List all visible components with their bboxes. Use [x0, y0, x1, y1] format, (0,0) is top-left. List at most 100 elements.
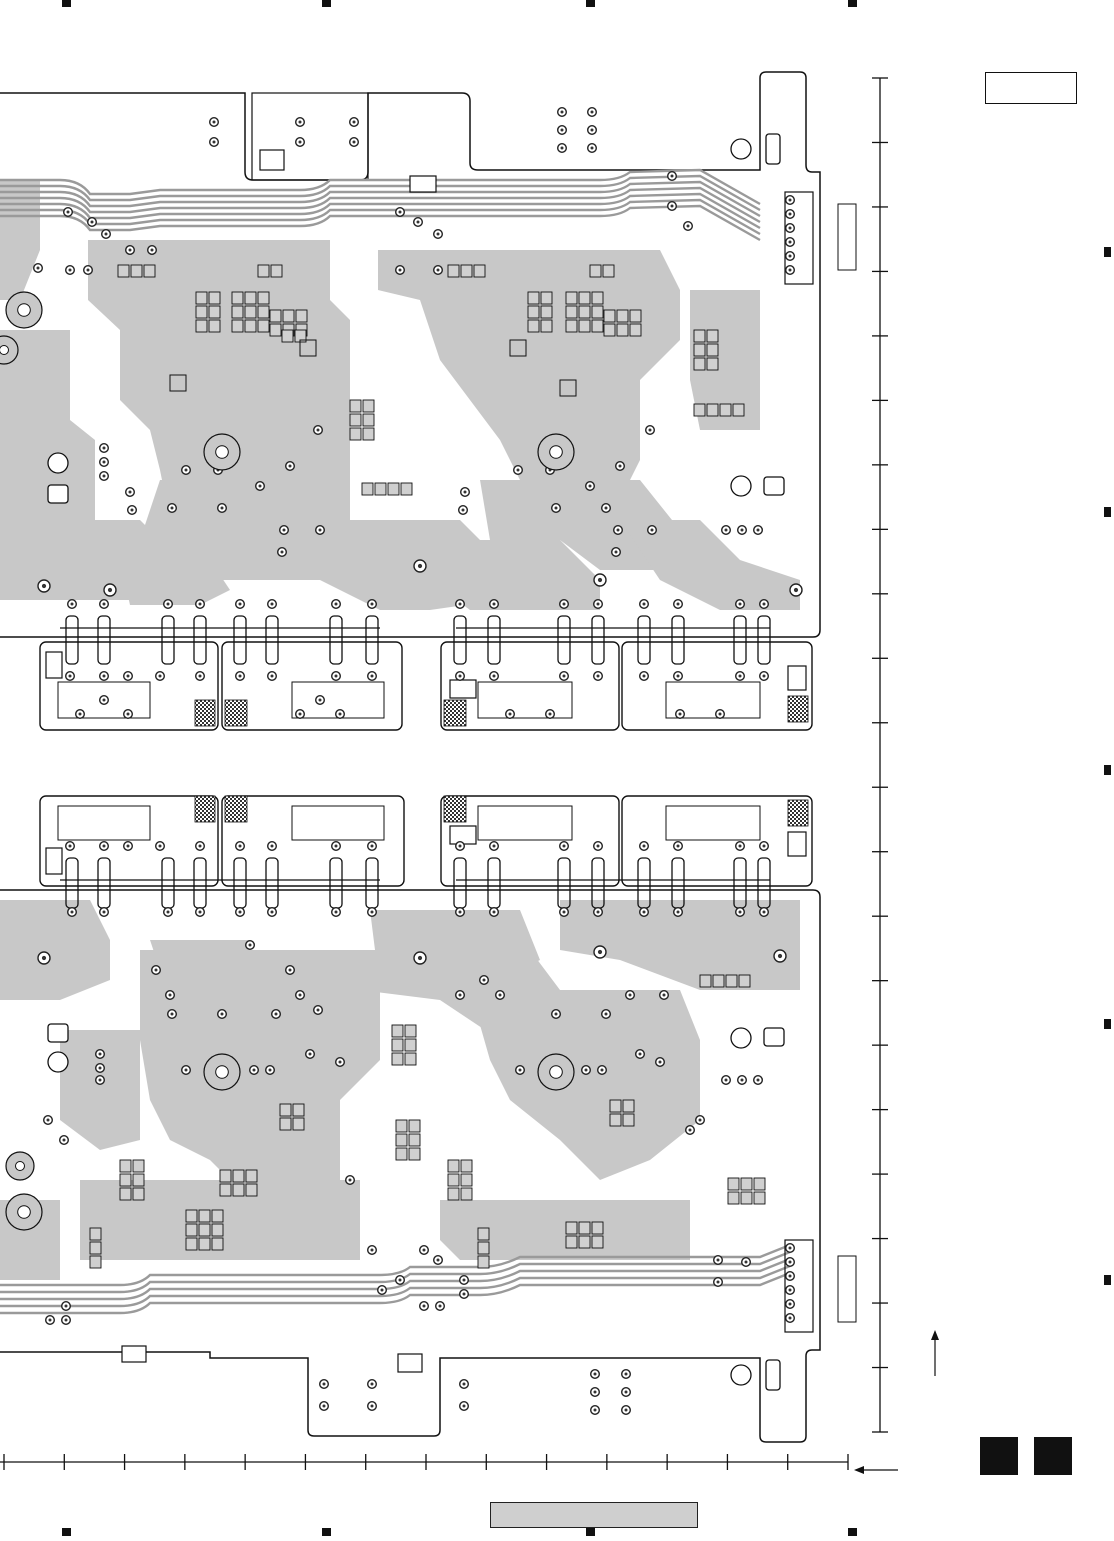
pad-hole [593, 1390, 596, 1393]
component-outline [788, 832, 806, 856]
bridge-top [592, 616, 604, 664]
resistor [232, 320, 243, 332]
resistor [566, 1236, 577, 1248]
pad-hole [642, 602, 645, 605]
resistor [478, 1228, 489, 1240]
footer-square-left [980, 1437, 1018, 1475]
pad-hole [788, 198, 791, 201]
resistor [579, 292, 590, 304]
pad-hole [102, 460, 105, 463]
pad-hole [418, 564, 422, 568]
component-outline [788, 666, 806, 690]
pad-hole [650, 528, 653, 531]
pad-hole [588, 484, 591, 487]
module-block [58, 806, 150, 840]
header-label-box [985, 72, 1077, 104]
bridge-top [234, 616, 246, 664]
resistor [363, 414, 374, 426]
pad-hole [198, 910, 201, 913]
resistor [707, 404, 718, 416]
pad-hole [90, 220, 93, 223]
resistor [392, 1025, 403, 1037]
copper-area-bottom [0, 900, 110, 1000]
pad-hole [642, 910, 645, 913]
pad-hole [562, 910, 565, 913]
resistor [566, 306, 577, 318]
pad-hole [698, 1118, 701, 1121]
pad-hole [788, 1288, 791, 1291]
resistor [592, 306, 603, 318]
pad-hole [492, 910, 495, 913]
pad-hole [462, 1278, 465, 1281]
pad-hole [270, 910, 273, 913]
pad-hole [370, 910, 373, 913]
component-outline [450, 826, 476, 844]
copper-area-top [378, 250, 680, 500]
pad-hole [318, 698, 321, 701]
pad-hole [334, 674, 337, 677]
pad-hole [352, 140, 355, 143]
pad-hole [744, 1260, 747, 1263]
resistor [461, 265, 472, 277]
bridge-top [488, 616, 500, 664]
mounting-slot [766, 134, 780, 164]
resistor [728, 1192, 739, 1204]
resistor [461, 1174, 472, 1186]
pad-hole [184, 1068, 187, 1071]
resistor [590, 265, 601, 277]
bridge-top [672, 616, 684, 664]
resistor [212, 1224, 223, 1236]
pad-hole [248, 943, 251, 946]
pad-hole [724, 528, 727, 531]
resistor [232, 306, 243, 318]
pad-hole [212, 120, 215, 123]
resistor [579, 1236, 590, 1248]
resistor [212, 1210, 223, 1222]
pad-hole [220, 506, 223, 509]
pad-hole [334, 844, 337, 847]
resistor [566, 1222, 577, 1234]
pad-hole [334, 910, 337, 913]
pad-hole [166, 910, 169, 913]
pad-hole [212, 140, 215, 143]
bridge-bottom [266, 858, 278, 908]
bridge-bottom [488, 858, 500, 908]
pad-hole [670, 204, 673, 207]
pad-hole [158, 844, 161, 847]
pad-hole [590, 146, 593, 149]
pad-hole [462, 1382, 465, 1385]
resistor [396, 1120, 407, 1132]
pad-hole [298, 993, 301, 996]
pad-hole [68, 844, 71, 847]
pad-hole [614, 550, 617, 553]
copper-area-bottom [440, 1200, 690, 1260]
bridge-top [558, 616, 570, 664]
footer-tab [490, 1502, 698, 1528]
arrow-left-head [854, 1466, 864, 1474]
resistor [478, 1242, 489, 1254]
pad-hole [458, 602, 461, 605]
right-edge-marker [1104, 1019, 1111, 1029]
resistor [90, 1228, 101, 1240]
pad-hole [270, 844, 273, 847]
heat-pad-hole [18, 1206, 31, 1219]
pad-hole [398, 268, 401, 271]
pad-hole [48, 1318, 51, 1321]
resistor [528, 320, 539, 332]
pad-hole [788, 1246, 791, 1249]
pad-hole [274, 1012, 277, 1015]
resistor [728, 1178, 739, 1190]
resistor [579, 320, 590, 332]
copper-area-bottom [150, 940, 250, 970]
resistor [405, 1039, 416, 1051]
resistor [405, 1025, 416, 1037]
pad-hole [604, 506, 607, 509]
resistor [623, 1100, 634, 1112]
pad-hole [436, 232, 439, 235]
resistor [617, 310, 628, 322]
resistor [245, 292, 256, 304]
pad-hole [78, 712, 81, 715]
resistor [623, 1114, 634, 1126]
pad-hole [740, 1078, 743, 1081]
